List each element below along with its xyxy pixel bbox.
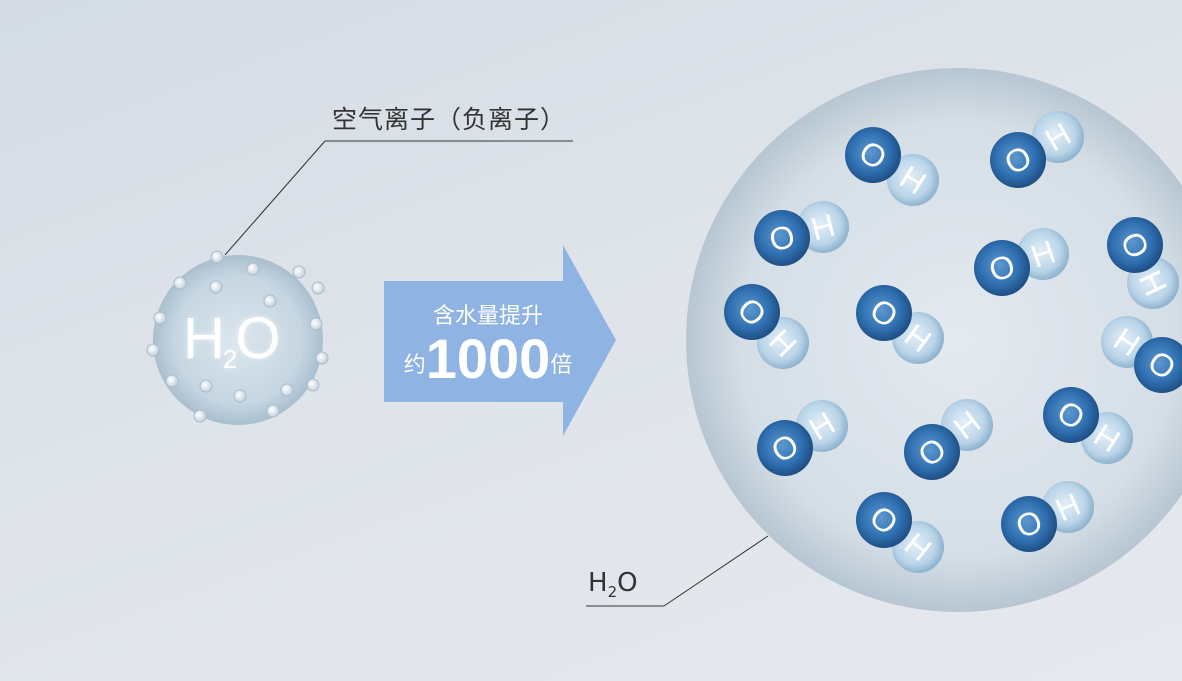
hydroxide-ion: OH xyxy=(904,399,993,480)
hydrogen-atom xyxy=(797,201,849,253)
hydroxide-ion: OH xyxy=(990,111,1084,188)
arrow-number: 1000 xyxy=(425,327,551,390)
oxygen-atom xyxy=(974,240,1030,296)
hydroxide-ion: OH xyxy=(1043,387,1133,464)
small-formula-h: H xyxy=(183,306,225,371)
increase-arrow xyxy=(384,245,616,436)
small-formula-o: O xyxy=(235,306,280,371)
water-label-o: O xyxy=(617,568,638,598)
air-ion-label: 空气离子（负离子） xyxy=(332,105,567,134)
hydrogen-atom xyxy=(887,154,939,206)
oxygen-atom xyxy=(1043,387,1099,443)
air-ion-leader-diagonal xyxy=(224,140,326,256)
hydroxide-ion: OH xyxy=(724,284,809,369)
arrow-amount: 约1000倍 xyxy=(384,326,592,391)
air-ion-sphere xyxy=(153,255,323,425)
hydroxide-ion: OH xyxy=(856,492,944,573)
oxygen-atom xyxy=(1134,337,1182,393)
water-label-h: H xyxy=(588,568,608,598)
oxygen-atom xyxy=(904,424,960,480)
small-water-formula: H2O xyxy=(183,305,280,375)
air-ion-bubbles xyxy=(146,250,329,423)
oxygen-atom xyxy=(845,127,901,183)
small-formula-sub: 2 xyxy=(222,344,238,374)
arrow-prefix: 约 xyxy=(403,353,426,378)
hydroxide-ion: OH xyxy=(1107,217,1179,309)
oxygen-atom xyxy=(856,492,912,548)
hydroxide-ion: OH xyxy=(757,400,848,476)
water-leader-diagonal xyxy=(663,535,769,607)
oxygen-atom xyxy=(1001,496,1057,552)
oxygen-atom xyxy=(757,420,813,476)
water-label: H2O xyxy=(588,568,638,601)
hydroxide-ion: OH xyxy=(845,127,939,206)
water-label-sub: 2 xyxy=(607,583,618,601)
hydroxide-ion: OH xyxy=(1101,316,1182,393)
hydrogen-atom xyxy=(1032,111,1084,163)
oxygen-atom xyxy=(856,285,912,341)
oxygen-atom xyxy=(724,284,780,340)
hydroxide-ion: OH xyxy=(856,285,944,364)
oxygen-atom xyxy=(1107,217,1163,273)
hydrogen-atom xyxy=(1017,228,1069,280)
oxygen-atom xyxy=(754,210,810,266)
oxygen-atom xyxy=(990,132,1046,188)
arrow-suffix: 倍 xyxy=(550,353,573,378)
arrow-caption: 含水量提升 xyxy=(432,304,543,329)
